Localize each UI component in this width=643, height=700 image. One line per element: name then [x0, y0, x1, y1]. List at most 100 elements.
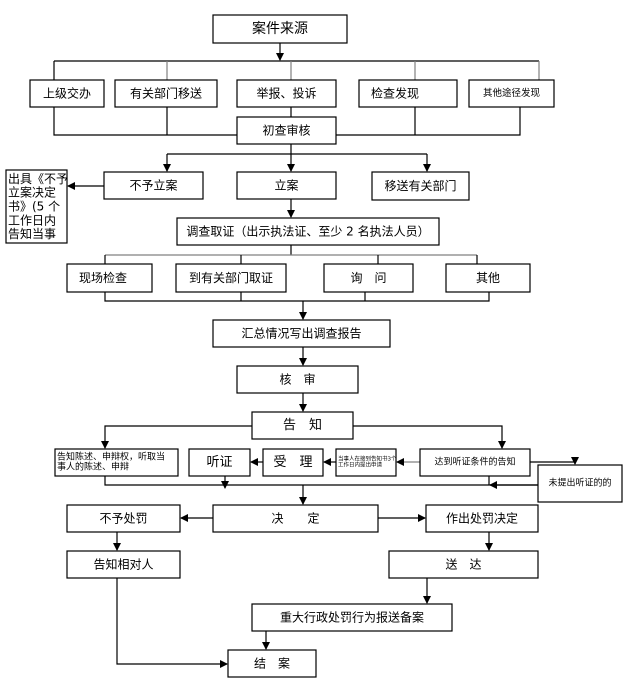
delivery-label: 送 达	[445, 557, 481, 572]
hearing-box: 听证	[188, 448, 251, 477]
notify-party-box: 告知相对人	[66, 550, 181, 579]
decision-label: 决 定	[271, 511, 319, 526]
no-hearing-request-label: 未提出听证的的	[548, 477, 611, 489]
delivery-rect	[388, 550, 539, 579]
investigation-box: 调查取证（出示执法证、至少 2 名执法人员）	[176, 217, 440, 246]
notify-rect	[251, 411, 354, 440]
src-report-rect	[236, 79, 337, 108]
inv-other-rect	[445, 263, 531, 293]
no-hearing-request-rect	[537, 464, 623, 503]
hearing-apply-label: 当事人在接到告知书3个	[338, 454, 397, 462]
transfer-dept-label: 移送有关部门	[384, 178, 456, 193]
source-box: 案件来源	[212, 14, 348, 44]
accept-rect	[262, 448, 324, 477]
src-other-label: 其他途径发现	[483, 87, 541, 99]
penalty-decision-rect	[425, 504, 539, 533]
src-superior-box: 上级交办	[29, 79, 105, 108]
notify-rights-rect	[54, 448, 179, 477]
src-dept-transfer-box: 有关部门移送	[114, 79, 218, 108]
connectors	[53, 43, 579, 668]
close-case-label: 结 案	[254, 656, 290, 671]
investigation-rect	[176, 217, 440, 246]
src-other-box: 其他途径发现	[468, 79, 555, 108]
preliminary-review-label: 初查审核	[262, 123, 310, 138]
src-inspection-label: 检查发现	[371, 86, 419, 101]
inv-dept-box: 到有关部门取证	[175, 263, 287, 293]
filing-label: 立案	[274, 178, 298, 193]
preliminary-review-rect	[236, 116, 337, 145]
review-label: 核 审	[279, 372, 315, 387]
no-penalty-label: 不予处罚	[99, 512, 147, 526]
accept-box: 受 理	[262, 448, 324, 477]
inv-onsite-label: 现场检查	[79, 270, 127, 285]
notify-label: 告 知	[283, 417, 322, 433]
hearing-apply-rect	[335, 448, 397, 477]
no-penalty-box: 不予处罚	[66, 504, 181, 533]
src-inspection-rect	[358, 79, 458, 108]
no-filing-rect	[103, 171, 204, 200]
review-rect	[236, 365, 359, 394]
line-connector	[336, 107, 521, 136]
inv-onsite-box: 现场检查	[66, 263, 153, 293]
delivery-box: 送 达	[388, 550, 539, 579]
source-rect	[212, 14, 348, 44]
accept-label: 受 理	[273, 455, 312, 470]
no-filing-notice-rect	[5, 169, 68, 244]
hearing-rect	[188, 448, 251, 477]
src-superior-rect	[29, 79, 105, 108]
summary-report-box: 汇总情况写出调查报告	[212, 319, 391, 348]
line-connector	[104, 476, 538, 486]
hearing-notice-box: 达到听证条件的告知	[419, 448, 531, 477]
arrow-connector	[101, 425, 252, 449]
src-superior-label: 上级交办	[43, 86, 91, 101]
transfer-dept-rect	[371, 171, 470, 201]
line-connector	[53, 107, 237, 136]
filing-box: 立案	[236, 171, 337, 200]
inv-inquiry-label: 询 问	[350, 271, 386, 285]
inv-dept-label: 到有关部门取证	[189, 270, 273, 285]
inv-inquiry-box: 询 问	[323, 263, 414, 293]
notify-party-label: 告知相对人	[93, 558, 153, 572]
arrow-connector	[530, 457, 579, 465]
line-connector	[104, 292, 490, 302]
src-inspection-box: 检查发现	[358, 79, 458, 108]
inv-onsite-rect	[66, 263, 153, 293]
inv-inquiry-rect	[323, 263, 414, 293]
decision-rect	[212, 504, 379, 533]
inv-dept-rect	[175, 263, 287, 293]
src-other-rect	[468, 79, 555, 108]
no-filing-notice-label: 书》(5 个	[8, 200, 60, 214]
no-penalty-rect	[66, 504, 181, 533]
source-label: 案件来源	[252, 20, 308, 37]
notify-rights-label: 告知陈述、申辩权，听取当	[57, 450, 165, 462]
penalty-decision-box: 作出处罚决定	[425, 504, 539, 533]
inv-other-box: 其他	[445, 263, 531, 293]
notify-rights-label: 事人的陈述、申辩	[57, 461, 129, 473]
major-filing-rect	[251, 603, 453, 632]
summary-report-rect	[212, 319, 391, 348]
no-filing-notice-label: 告知当事	[8, 227, 56, 241]
src-report-box: 举报、投诉	[236, 79, 337, 108]
notify-party-rect	[66, 550, 181, 579]
src-dept-transfer-label: 有关部门移送	[130, 86, 202, 101]
major-filing-label: 重大行政处罚行为报送备案	[280, 610, 424, 625]
penalty-decision-label: 作出处罚决定	[446, 511, 518, 526]
no-filing-label: 不予立案	[129, 178, 177, 193]
no-filing-notice-label: 工作日内	[8, 213, 56, 227]
close-case-rect	[227, 649, 317, 678]
summary-report-label: 汇总情况写出调查报告	[241, 326, 361, 341]
major-filing-box: 重大行政处罚行为报送备案	[251, 603, 453, 632]
hearing-notice-label: 达到听证条件的告知	[434, 456, 515, 468]
investigation-label: 调查取证（出示执法证、至少 2 名执法人员）	[186, 224, 429, 239]
no-filing-box: 不予立案	[103, 171, 204, 200]
arrow-connector	[353, 425, 506, 449]
no-hearing-request-box: 未提出听证的的	[537, 464, 623, 503]
review-box: 核 审	[236, 365, 359, 394]
src-dept-transfer-rect	[114, 79, 218, 108]
arrow-connector	[116, 578, 228, 668]
inv-other-label: 其他	[476, 271, 500, 285]
